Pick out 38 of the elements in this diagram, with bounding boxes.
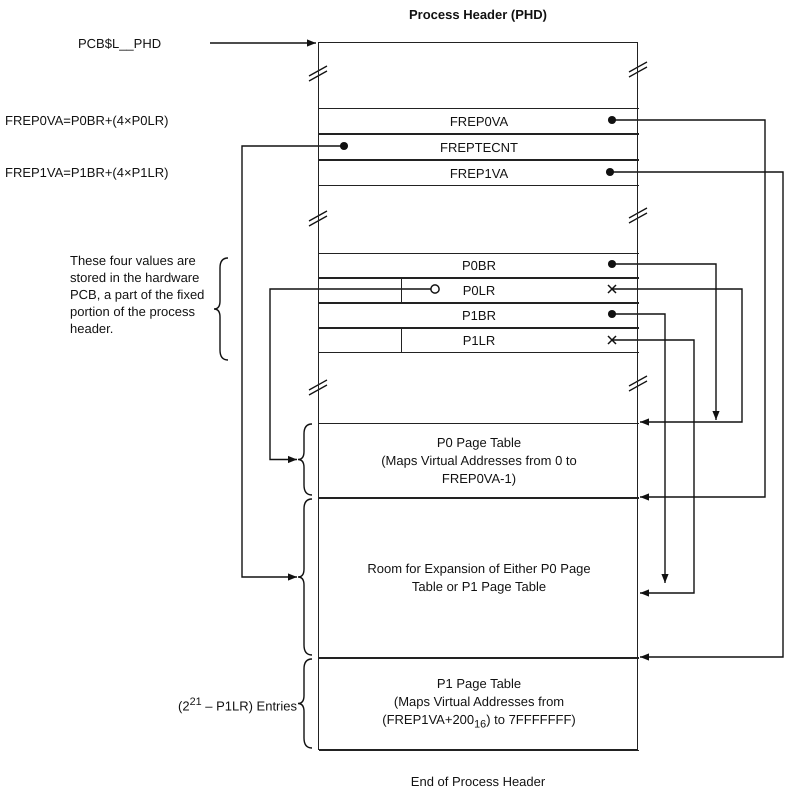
end-label: End of Process Header — [410, 773, 546, 790]
region-text: P0 Page Table — [436, 434, 522, 452]
region-text: P1 Page Table — [436, 675, 522, 694]
arrow — [241, 142, 348, 581]
memory-region — [319, 498, 639, 658]
arrow — [608, 116, 766, 501]
field-row — [319, 278, 639, 303]
formula: FREP1VA=P1BR+(4×P1LR) — [5, 164, 168, 181]
header-title: Process Header (PHD) — [408, 7, 548, 22]
field-name: P0BR — [462, 258, 496, 273]
arrow — [608, 310, 669, 583]
memory-region — [319, 423, 639, 498]
region-text: (Maps Virtual Addresses from 0 to FREP0VA-1) — [380, 452, 578, 488]
memory-region — [319, 658, 639, 751]
arrow — [606, 168, 784, 661]
field-name: P1LR — [462, 333, 496, 348]
field-name: FREP1VA — [450, 166, 508, 180]
field-row — [319, 303, 639, 328]
region-text: (Maps Virtual Addresses from (FREP1VA+200$_{16}$) to 7FFFFFFF) — [381, 693, 577, 733]
field-row — [319, 134, 639, 160]
arrow — [607, 335, 695, 597]
field-name: FREP0VA — [450, 114, 508, 128]
field-name: P1BR — [462, 308, 496, 323]
field-row — [319, 160, 639, 186]
arrow — [210, 39, 316, 47]
arrow — [608, 260, 720, 420]
region-text: Room for Expansion of Either P0 Page Table or P1 Page Table — [366, 560, 592, 596]
entries-label: (2$^{21}$ – P1LR) Entries — [178, 695, 297, 714]
symbol-label: PCB$L__PHD — [78, 35, 208, 53]
field-row — [319, 108, 639, 134]
note: These four values are stored in the hardware PCB, a part of the fixed portion of the process header. — [70, 252, 206, 337]
arrow — [269, 284, 440, 464]
field-name: FREPTECNT — [440, 140, 518, 154]
field-row — [319, 328, 639, 353]
field-name: P0LR — [462, 283, 496, 298]
field-row — [319, 253, 639, 278]
formula: FREP0VA=P0BR+(4×P0LR) — [5, 112, 168, 129]
arrow — [607, 284, 743, 426]
